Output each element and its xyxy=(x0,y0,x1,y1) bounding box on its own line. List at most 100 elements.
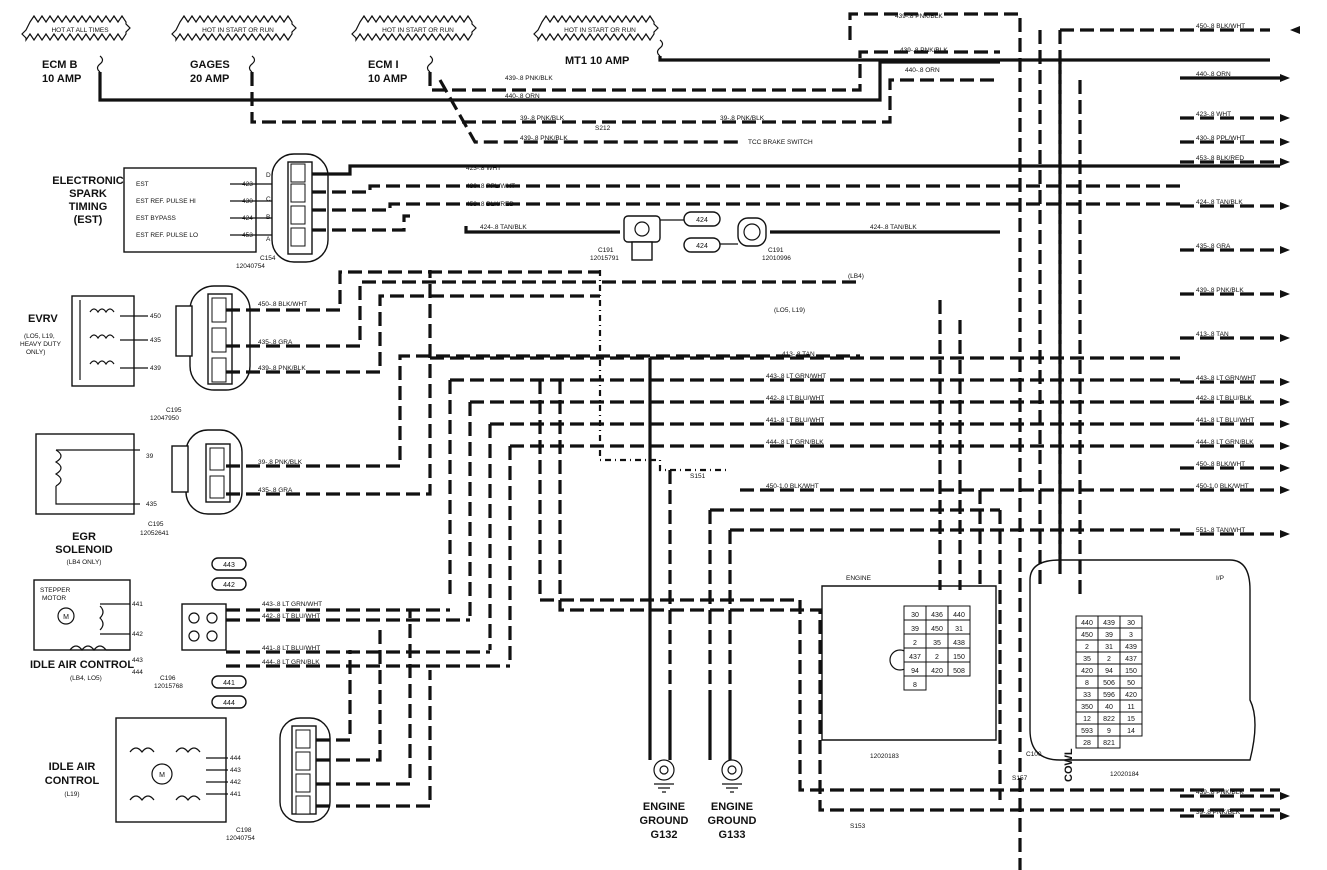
est-title: TIMING xyxy=(69,201,108,213)
wire-label: 39-.8 PNK/BLK xyxy=(520,115,565,122)
fuse-rating: 10 AMP xyxy=(42,73,81,85)
ground-label: GROUND xyxy=(708,815,757,827)
splice-label: S153 xyxy=(850,823,866,830)
connector-cell-label: 35 xyxy=(933,640,941,647)
wire-label: 450-.8 BLK/WHT xyxy=(1196,461,1245,468)
wire-label: 444-.8 LT GRN/BLK xyxy=(262,659,320,666)
part-number: 12015791 xyxy=(590,255,619,262)
wire-label: 442-.8 LT BLU/BLK xyxy=(1196,395,1252,402)
circuit-number: 441 xyxy=(132,601,143,608)
evrv-component: EVRV (LO5, L19, HEAVY DUTY ONLY) 450 435… xyxy=(20,285,251,422)
pin-label: 424 xyxy=(696,243,708,250)
svg-text:M: M xyxy=(63,614,69,621)
connector-cell-label: 39 xyxy=(911,626,919,633)
connector-cell-label: 30 xyxy=(1127,620,1135,627)
connector-cell-label: 150 xyxy=(1125,668,1137,675)
fuse-name: MT1 10 AMP xyxy=(565,55,629,67)
wire-label: 551-.8 TAN/WHT xyxy=(1196,527,1245,534)
wire-label: 423-.8 WHT xyxy=(1196,111,1231,118)
connector-cell-label: 420 xyxy=(931,668,943,675)
connector-cell xyxy=(1119,723,1143,737)
pin-label: 424 xyxy=(696,217,708,224)
connector-cell-label: 2 xyxy=(913,640,917,647)
wire-label: 439-.8 PNK/BLK xyxy=(520,135,568,142)
wire-label: 450-.8 BLK/WHT xyxy=(1196,23,1245,30)
connector-cell-label: 31 xyxy=(1105,644,1113,651)
part-number: 12015768 xyxy=(154,683,183,690)
connector-label: C195 xyxy=(148,521,164,528)
connector-cell-label: 420 xyxy=(1125,692,1137,699)
pin-label: 442 xyxy=(223,582,235,589)
connector-cell-label: 439 xyxy=(1103,620,1115,627)
circuit-number: 443 xyxy=(230,767,241,774)
connector-cell xyxy=(1097,735,1121,749)
motor-label: STEPPER xyxy=(40,587,71,594)
connector-c196 xyxy=(181,603,227,651)
wire-label: 440-.8 ORN xyxy=(1196,71,1231,78)
wire-label: 440-.8 ORN xyxy=(505,93,540,100)
connector-cell-label: 438 xyxy=(953,640,965,647)
ground-g133: ENGINE GROUND G133 xyxy=(708,700,757,841)
connector-cell-label: 28 xyxy=(1083,740,1091,747)
pin-label: 443 xyxy=(223,562,235,569)
fuse-rating: 10 AMP xyxy=(368,73,407,85)
wire-label: 444-.8 LT GRN/BLK xyxy=(766,439,824,446)
ground-id: G133 xyxy=(719,829,746,841)
wire-label: 453-.8 BLK/RED xyxy=(1196,155,1244,162)
arrow-right-icon xyxy=(1280,74,1290,820)
connector-cell xyxy=(947,661,971,677)
connector-cell-label: 440 xyxy=(953,612,965,619)
fuse-gages: HOT IN START OR RUN GAGES 20 AMP xyxy=(171,14,297,85)
wire-label: 442-.8 LT BLU/WHT xyxy=(766,395,824,402)
connector-cell-label: 450 xyxy=(1081,632,1093,639)
ground-label: GROUND xyxy=(640,815,689,827)
egr-title: SOLENOID xyxy=(55,544,113,556)
connector-cell-label: 9 xyxy=(1107,728,1111,735)
pin-label: 441 xyxy=(223,680,235,687)
fuse-banner: HOT IN START OR RUN xyxy=(564,27,636,34)
c100-label: C100 xyxy=(1026,751,1042,758)
circuit-number: 444 xyxy=(132,669,143,676)
connector-c191a: 424 C191 12015791 xyxy=(590,211,721,262)
iac-title: IDLE AIR xyxy=(49,761,96,773)
wire-label: 441-.8 LT BLU/WHT xyxy=(262,645,320,652)
circuit-number: 444 xyxy=(230,755,241,762)
cowl-label: COWL xyxy=(1063,748,1075,782)
part-number: 12040754 xyxy=(226,835,255,842)
arrow-left-icon xyxy=(1290,26,1300,34)
connector-cell-label: 440 xyxy=(1081,620,1093,627)
circuit-number: 442 xyxy=(230,779,241,786)
connector-cell-label: 8 xyxy=(913,682,917,689)
fuse-banner: HOT AT ALL TIMES xyxy=(51,27,109,34)
wire-label: 424-.8 TAN/BLK xyxy=(1196,199,1243,206)
wire-label: 424-.8 TAN/BLK xyxy=(480,224,527,231)
circuit-number: 39 xyxy=(146,453,154,460)
wire-label: 413-.8 TAN xyxy=(1196,331,1229,338)
wire-label: (LB4) xyxy=(848,273,864,280)
wire-label: 39-.8 PNK/BLK xyxy=(720,115,765,122)
wire-label: 439-.8 PNK/BLK xyxy=(1196,789,1244,796)
wire-label: 439-.8 PNK/BLK xyxy=(258,365,306,372)
connector-cell-label: 35 xyxy=(1083,656,1091,663)
connector-cell-label: 2 xyxy=(1085,644,1089,651)
fuse-name: ECM I xyxy=(368,59,399,71)
part-number: 12020184 xyxy=(1110,771,1139,778)
connector-cell-label: 12 xyxy=(1083,716,1091,723)
est-title: SPARK xyxy=(69,188,107,200)
connector-cell-label: 350 xyxy=(1081,704,1093,711)
connector-cell-label: 821 xyxy=(1103,740,1115,747)
pin-label: C xyxy=(266,196,271,203)
connector-cell-label: 50 xyxy=(1127,680,1135,687)
ground-g132: ENGINE GROUND G132 xyxy=(640,700,689,841)
connector-cell-label: 15 xyxy=(1127,716,1135,723)
connector-cell-label: 436 xyxy=(931,612,943,619)
connector-label: C154 xyxy=(260,255,276,262)
circuit-number: 450 xyxy=(150,313,161,320)
connector-cell-label: 30 xyxy=(911,612,919,619)
est-row: EST REF. PULSE HI xyxy=(136,198,196,205)
connector-title: I/P xyxy=(1216,575,1224,582)
evrv-title: EVRV xyxy=(28,313,58,325)
wire-label: 435-.8 GRA xyxy=(258,487,293,494)
